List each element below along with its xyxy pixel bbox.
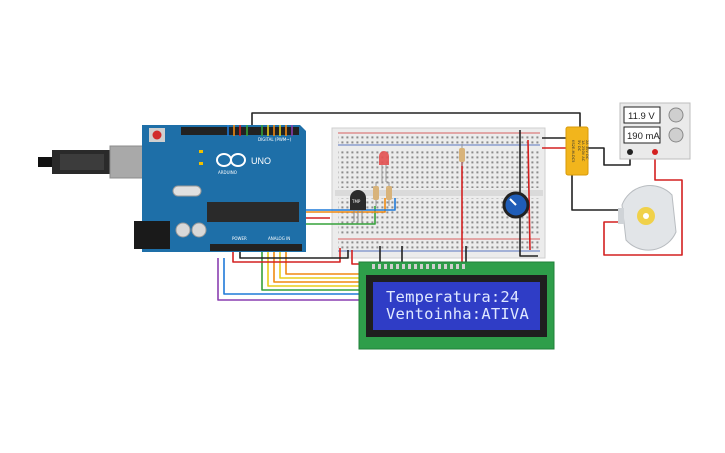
voltage-readout: 11.9 V: [628, 111, 655, 122]
wire-black-top: [251, 112, 581, 127]
wire-black-rail: [519, 130, 538, 257]
breadboard: [331, 127, 546, 259]
lcd-pins: [372, 264, 465, 269]
wire-red-psu-motor: [603, 152, 683, 256]
relay-label-2: 5V DC: [577, 140, 581, 152]
capacitor-1: [175, 222, 191, 238]
relay-label-4: 2A 30V DC: [585, 140, 589, 160]
digital-label: DIGITAL (PWM~): [258, 137, 292, 142]
power-header: [210, 244, 302, 251]
wire-red-rail: [527, 139, 531, 251]
voltage-knob[interactable]: [668, 107, 684, 123]
wire-black-relay-psu: [588, 147, 631, 166]
lcd-screen: [373, 282, 540, 330]
potentiometer[interactable]: [502, 191, 530, 219]
header-wire-stubs: [227, 125, 293, 136]
red-led[interactable]: [379, 151, 389, 182]
lcd-line-2: Ventoinha:ATIVA: [386, 305, 529, 323]
current-knob[interactable]: [668, 127, 684, 143]
relay-label-3: 1A 250V AC: [581, 140, 585, 162]
analog-label: ANALOG IN: [268, 236, 290, 241]
negative-terminal[interactable]: [627, 149, 633, 155]
wire-red-power: [232, 248, 341, 263]
led-on-indicator: [199, 150, 203, 153]
lcd-line-1: Temperatura:24: [386, 288, 519, 306]
usb-cable: [38, 157, 52, 167]
arduino-logo: UNO ARDUINO: [216, 153, 271, 175]
arduino-brand-text: ARDUINO: [218, 170, 237, 175]
resistor-led[interactable]: [373, 182, 392, 206]
power-jack: [134, 221, 170, 249]
arduino-logo-text: UNO: [251, 156, 271, 166]
dc-motor[interactable]: [618, 185, 677, 251]
relay-label-1: KS2E-M-DC5: [571, 140, 575, 162]
power-label: POWER: [232, 236, 247, 241]
voltage-display: [623, 106, 661, 124]
wire-purple-lcd: [217, 258, 362, 301]
arduino-uno[interactable]: UNO ARDUINO DIGITAL (PWM~) ANALOG IN POW…: [38, 125, 306, 252]
wire-black-power: [239, 248, 349, 259]
resistor-top[interactable]: [459, 144, 465, 166]
capacitor-2: [191, 222, 207, 238]
wire-blue-lcd: [223, 258, 362, 295]
current-display: [623, 126, 661, 144]
microcontroller-chip: [207, 202, 299, 222]
positive-terminal[interactable]: [652, 149, 658, 155]
lcd-display[interactable]: Temperatura:24 Ventoinha:ATIVA: [358, 261, 555, 350]
current-readout: 190 mA: [627, 131, 660, 142]
wire-black-relay-motor: [571, 175, 622, 211]
relay[interactable]: KS2E-M-DC5 5V DC 1A 250V AC 2A 30V DC: [565, 126, 589, 176]
power-supply[interactable]: 11.9 V 190 mA: [619, 102, 691, 160]
led-tx-indicator: [199, 162, 203, 165]
temperature-sensor[interactable]: TMP: [350, 190, 366, 222]
temperature-sensor-label: TMP: [351, 199, 361, 204]
crystal: [172, 185, 202, 197]
